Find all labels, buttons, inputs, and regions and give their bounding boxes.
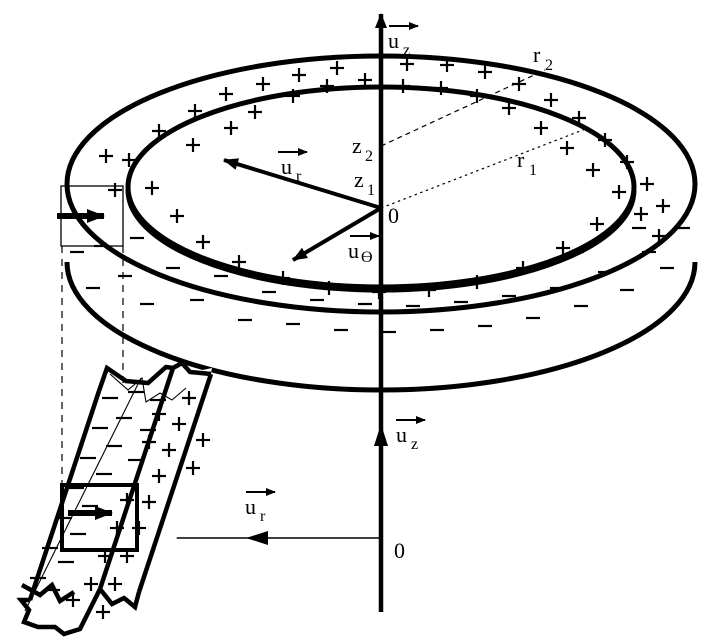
z-axis-arrowhead-lower [374,424,388,446]
prism-detail-box [60,483,139,552]
label-z-1: z 1 [354,167,375,199]
label-z-2: z 2 [352,133,373,165]
r1-dotted-line [380,127,589,209]
lower-coordinate-frame [150,531,381,545]
z-2-subscript: 2 [365,148,373,165]
u-z-bottom-subscript: z [411,436,418,453]
origin-label-bottom: 0 [394,538,405,563]
unit-vectors-at-origin [223,158,383,262]
u-theta-subscript: ϴ [361,249,373,266]
r-2-base: r [533,42,541,67]
u-theta-vector-arrow [291,206,383,262]
r2-dashed-line [380,69,546,147]
prism-edge-lower-right [136,373,214,593]
lower-radial-axis-arrowhead [246,531,268,545]
prism-broken-end-bottom [16,587,103,637]
ring-detail-box [57,185,124,247]
u-z-top-subscript: z [403,42,410,59]
z-2-base: z [352,133,362,158]
r-1-base: r [517,147,525,172]
radius-construction-lines [380,69,589,209]
prism-internal-line [24,377,142,612]
u-r-bottom-base: u [245,494,256,519]
u-r-ring-subscript: r [296,168,302,185]
label-u-r-ring: u r [278,148,308,185]
positive-charge-field-top [99,57,670,299]
label-u-z-bottom: u z [396,416,426,453]
broken-out-prism [16,360,214,637]
prism-positive-charges [66,391,210,619]
prism-broken-end-top [96,360,212,392]
r-2-subscript: 2 [545,57,553,74]
origin-label-top: 0 [388,203,399,228]
z-1-subscript: 1 [367,182,375,199]
u-z-bottom-base: u [396,422,407,447]
prism-broken-end-bottom-right [98,587,142,611]
label-u-z-top: u z [388,22,419,59]
u-r-bottom-subscript: r [260,508,266,525]
annular-disk [57,53,698,393]
z-axis [374,13,388,612]
u-r-ring-base: u [281,154,292,179]
prism-broken-contour-bottom [20,581,76,605]
disk-outer-side-wall [67,184,695,390]
label-u-r-bottom: u r [245,488,276,525]
prism-broken-contour-top [109,373,187,403]
u-theta-base: u [348,238,359,263]
u-z-top-base: u [388,28,399,53]
prism-edge-center [97,367,176,590]
label-r-2: r 2 [533,42,553,74]
label-r-1: r 1 [517,147,537,179]
u-r-vector-arrow [223,158,382,210]
r-1-subscript: 1 [529,162,537,179]
z-1-base: z [354,167,364,192]
prism-edge-upper-left [27,390,102,601]
label-u-theta: u ϴ [348,232,380,266]
